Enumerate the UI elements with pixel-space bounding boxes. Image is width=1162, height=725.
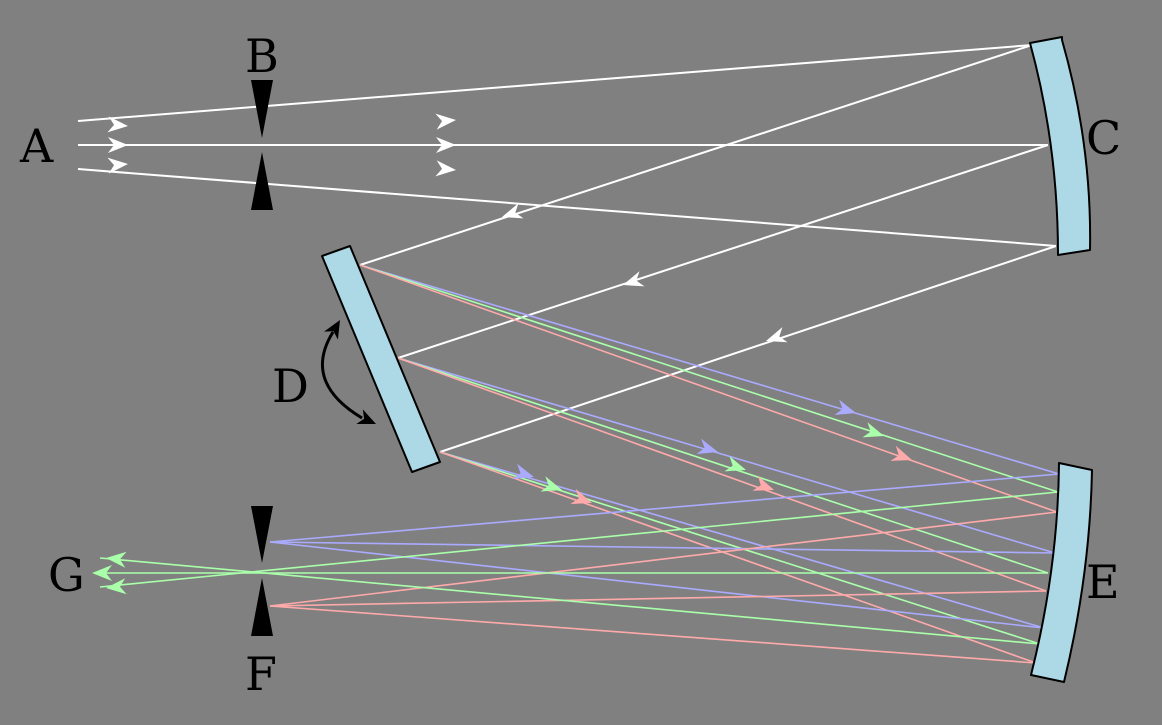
green-ray-1	[359, 264, 1059, 493]
label-f: F	[245, 647, 277, 701]
arrow-icon	[834, 399, 856, 415]
input-ray-top	[77, 44, 1033, 122]
red-focus-1	[269, 511, 1058, 607]
exit-slit-upper-jaw	[251, 506, 273, 563]
arrow-icon	[356, 409, 376, 424]
blue-ray-1	[359, 264, 1060, 475]
red-focus-2	[269, 590, 1047, 607]
grating-groove	[356, 253, 362, 263]
focusing-mirror	[1030, 462, 1093, 683]
grating-body	[321, 245, 441, 473]
red-ray-3	[439, 451, 1037, 664]
grating-groove	[386, 327, 393, 337]
white-arrowheads	[107, 113, 788, 343]
grating-groove	[425, 419, 431, 430]
collimated-ray-bottom	[439, 245, 1057, 453]
grating-groove	[406, 373, 412, 383]
arrow-icon	[435, 113, 456, 130]
grating-groove	[379, 308, 385, 319]
grating-groove	[413, 391, 420, 402]
grating-groove	[367, 280, 373, 291]
arrow-icon	[766, 327, 788, 343]
arrow-icon	[435, 160, 456, 177]
blue-ray-3	[439, 451, 1045, 629]
rotation-arc	[320, 331, 363, 420]
arrow-icon	[512, 463, 534, 480]
arrow-icon	[570, 488, 592, 504]
arrow-icon	[107, 116, 128, 133]
entrance-slit	[251, 80, 273, 210]
label-a: A	[19, 119, 54, 173]
grating-groove	[429, 428, 435, 439]
grating-groove	[375, 299, 381, 310]
grating-groove	[371, 290, 377, 300]
arrow-icon	[106, 578, 127, 595]
color-arrowheads	[92, 399, 912, 595]
grating-groove	[390, 336, 397, 346]
arrow-icon	[623, 271, 645, 287]
labels: A B C D E F G	[19, 29, 1121, 701]
dispersed-rays-to-mirror	[359, 264, 1060, 664]
arrow-icon	[752, 475, 774, 491]
grating-groove	[421, 410, 427, 420]
collimating-mirror	[1029, 36, 1092, 256]
arrow-icon	[106, 551, 127, 568]
arrow-icon	[92, 565, 112, 581]
label-c: C	[1086, 111, 1121, 165]
blue-ray-2	[397, 357, 1056, 554]
arrow-icon	[324, 320, 340, 340]
white-light-rays	[77, 44, 1057, 453]
grating-groove	[402, 363, 408, 374]
blue-focus-2	[269, 541, 1056, 554]
green-focus-3	[99, 557, 1041, 645]
arrow-icon	[502, 203, 524, 219]
grating-groove	[417, 400, 423, 411]
exit-slit-lower-jaw	[251, 578, 273, 636]
grating-groove	[433, 437, 439, 448]
focused-rays-to-slit	[99, 473, 1060, 664]
green-focus-1	[99, 491, 1059, 588]
arrow-icon	[890, 445, 912, 461]
grating-groove	[383, 317, 389, 328]
collimated-ray-middle	[397, 144, 1049, 359]
blue-focus-1	[269, 473, 1060, 543]
entrance-slit-lower-jaw	[251, 152, 273, 210]
entrance-slit-upper-jaw	[251, 80, 273, 138]
red-ray-1	[359, 264, 1058, 513]
red-focus-3	[269, 605, 1037, 664]
blue-focus-3	[269, 541, 1045, 629]
rotation-arrow	[320, 320, 376, 424]
arrow-icon	[724, 456, 746, 472]
label-g: G	[48, 548, 85, 602]
label-b: B	[245, 29, 279, 83]
label-e: E	[1086, 555, 1120, 609]
diffraction-grating	[321, 245, 441, 473]
green-ray-2	[397, 357, 1049, 574]
grating-groove	[363, 271, 370, 282]
input-ray-bottom	[77, 168, 1057, 247]
arrow-icon	[862, 422, 884, 438]
grating-groove	[410, 382, 416, 393]
exit-slit	[251, 506, 273, 636]
collimated-ray-top	[359, 44, 1033, 266]
grating-groove	[352, 246, 358, 254]
label-d: D	[272, 359, 309, 413]
arrow-icon	[540, 476, 562, 492]
arrow-icon	[696, 438, 718, 454]
arrow-icon	[436, 137, 456, 153]
arrow-icon	[108, 137, 128, 153]
grating-groove	[394, 345, 400, 356]
red-ray-2	[397, 357, 1047, 592]
arrow-icon	[107, 157, 128, 174]
